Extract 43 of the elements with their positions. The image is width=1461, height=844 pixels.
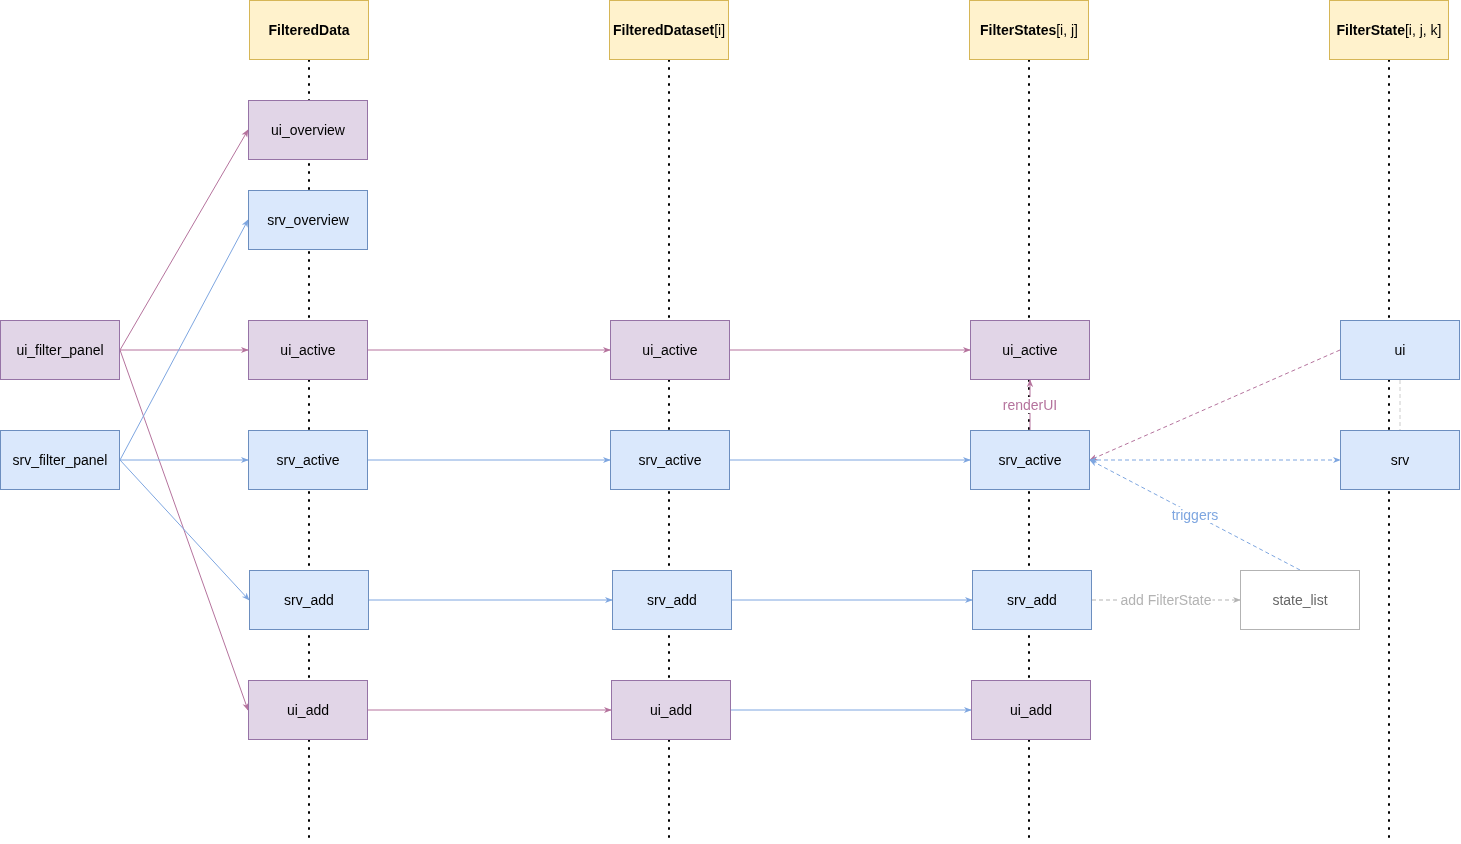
arrow — [729, 456, 971, 464]
ui-box: ui_active — [970, 320, 1090, 380]
arrow — [729, 346, 971, 354]
server-box: srv_overview — [248, 190, 368, 250]
server-box: srv_filter_panel — [0, 430, 120, 490]
server-box: srv_active — [610, 430, 730, 490]
server-box: srv_add — [972, 570, 1092, 630]
server-box: srv — [1340, 430, 1460, 490]
arrow — [119, 459, 250, 601]
arrow — [367, 706, 612, 714]
arrow — [119, 129, 249, 351]
lifeline-header: FilterState[i, j, k] — [1329, 0, 1449, 60]
ui-box: ui_active — [610, 320, 730, 380]
arrow — [119, 219, 249, 461]
arrow — [368, 596, 613, 604]
ui-box: ui_filter_panel — [0, 320, 120, 380]
edge-label: add FilterState — [1119, 592, 1213, 608]
ui-box: ui_overview — [248, 100, 368, 160]
arrow — [367, 346, 611, 354]
lifeline-header: FilteredDataset[i] — [609, 0, 729, 60]
arrow — [731, 596, 973, 604]
lifeline-header: FilteredData — [249, 0, 369, 60]
edge-label: triggers — [1170, 507, 1220, 523]
server-box: srv_active — [248, 430, 368, 490]
arrow — [119, 346, 249, 354]
process-box: state_list — [1240, 570, 1360, 630]
arrow — [1089, 459, 1301, 571]
edge-label: renderUI — [1001, 397, 1059, 413]
ui-box: ui_add — [611, 680, 731, 740]
server-box: srv_add — [612, 570, 732, 630]
arrow — [1089, 349, 1341, 461]
server-box: srv_add — [249, 570, 369, 630]
arrow — [1089, 456, 1341, 464]
arrow — [730, 706, 972, 714]
ui-box: ui_add — [248, 680, 368, 740]
arrow — [119, 349, 249, 711]
ui-box: ui_active — [248, 320, 368, 380]
ui-box: ui_add — [971, 680, 1091, 740]
server-box: srv_active — [970, 430, 1090, 490]
arrow — [367, 456, 611, 464]
server-box: ui — [1340, 320, 1460, 380]
arrow — [119, 456, 249, 464]
lifeline-header: FilterStates[i, j] — [969, 0, 1089, 60]
